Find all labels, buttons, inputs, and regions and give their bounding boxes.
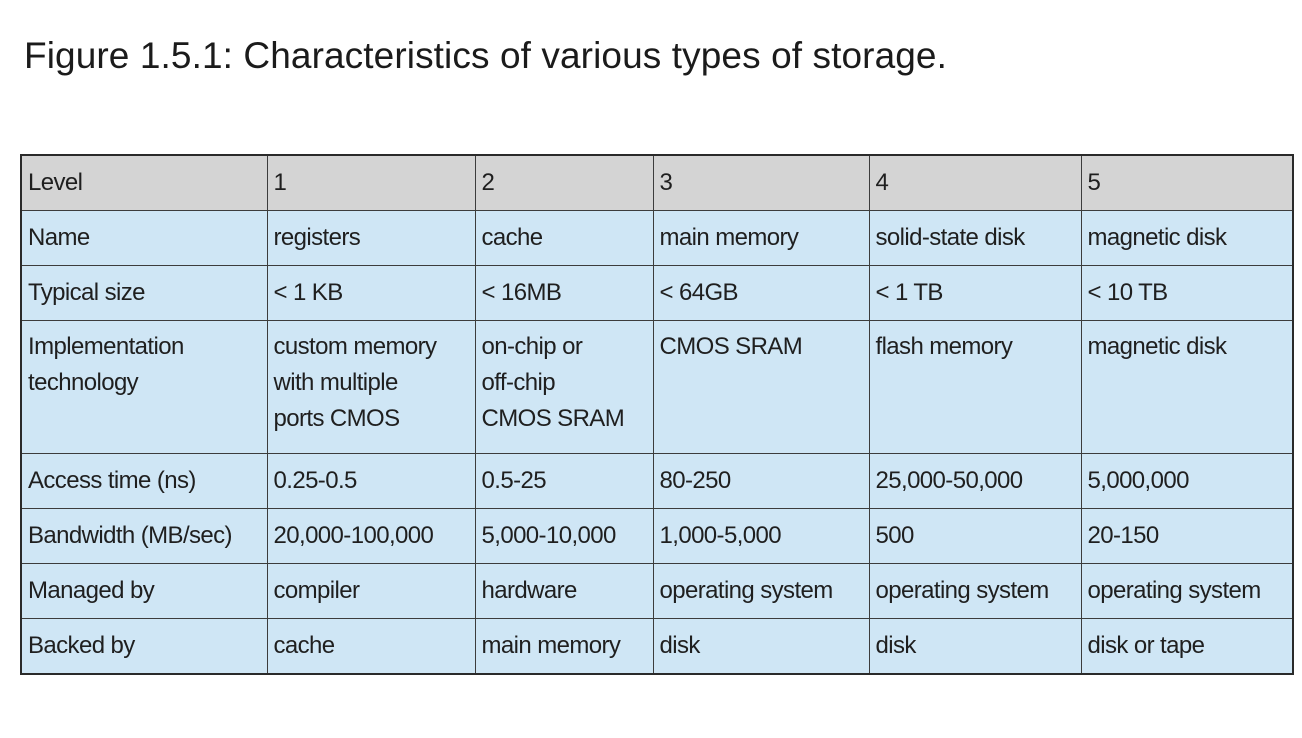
cell-line: magnetic disk xyxy=(1087,333,1228,360)
bandwidth-cell-3: 1,000-5,000 xyxy=(652,508,870,564)
access-cell-2: 0.5-25 xyxy=(474,453,654,509)
backed-cell-5: disk or tape xyxy=(1080,618,1294,675)
table-row-backed-by: Backed by cache main memory disk disk di… xyxy=(20,618,1294,675)
figure-caption: Figure 1.5.1: Characteristics of various… xyxy=(24,35,947,76)
table-row-access-time: Access time (ns) 0.25-0.5 0.5-25 80-250 … xyxy=(20,453,1294,509)
storage-characteristics-table: Level 1 2 3 4 5 Name registers cache mai… xyxy=(20,154,1294,675)
backed-cell-4: disk xyxy=(868,618,1082,675)
table-row-typical-size: Typical size < 1 KB < 16MB < 64GB < 1 TB… xyxy=(20,265,1294,321)
cell-line: on-chip or xyxy=(481,333,583,360)
access-cell-1: 0.25-0.5 xyxy=(266,453,476,509)
row-header-line: technology xyxy=(28,369,139,396)
size-cell-2: < 16MB xyxy=(474,265,654,321)
impl-cell-5: magnetic disk xyxy=(1080,320,1294,454)
level-cell-2: 2 xyxy=(474,154,654,211)
row-header-implementation-technology: Implementation technology xyxy=(20,320,268,454)
name-cell-5: magnetic disk xyxy=(1080,210,1294,266)
name-cell-4: solid-state disk xyxy=(868,210,1082,266)
table-row-level: Level 1 2 3 4 5 xyxy=(20,154,1294,211)
bandwidth-cell-1: 20,000-100,000 xyxy=(266,508,476,564)
level-cell-4: 4 xyxy=(868,154,1082,211)
size-cell-3: < 64GB xyxy=(652,265,870,321)
table-row-implementation-technology: Implementation technology custom memory … xyxy=(20,320,1294,454)
level-cell-5: 5 xyxy=(1080,154,1294,211)
impl-cell-3: CMOS SRAM xyxy=(652,320,870,454)
size-cell-4: < 1 TB xyxy=(868,265,1082,321)
managed-cell-5: operating system xyxy=(1080,563,1294,619)
size-cell-5: < 10 TB xyxy=(1080,265,1294,321)
cell-line: custom memory xyxy=(273,333,438,360)
backed-cell-1: cache xyxy=(266,618,476,675)
level-cell-3: 3 xyxy=(652,154,870,211)
table-row-managed-by: Managed by compiler hardware operating s… xyxy=(20,563,1294,619)
impl-cell-4: flash memory xyxy=(868,320,1082,454)
table-row-name: Name registers cache main memory solid-s… xyxy=(20,210,1294,266)
bandwidth-cell-2: 5,000-10,000 xyxy=(474,508,654,564)
table-row-bandwidth: Bandwidth (MB/sec) 20,000-100,000 5,000-… xyxy=(20,508,1294,564)
name-cell-1: registers xyxy=(266,210,476,266)
row-header-line: Implementation xyxy=(28,333,184,360)
backed-cell-2: main memory xyxy=(474,618,654,675)
cell-line: off-chip xyxy=(481,369,556,396)
managed-cell-3: operating system xyxy=(652,563,870,619)
bandwidth-cell-4: 500 xyxy=(868,508,1082,564)
row-header-name: Name xyxy=(20,210,268,266)
cell-line: CMOS SRAM xyxy=(659,333,803,360)
level-cell-1: 1 xyxy=(266,154,476,211)
backed-cell-3: disk xyxy=(652,618,870,675)
bandwidth-cell-5: 20-150 xyxy=(1080,508,1294,564)
cell-line: with multiple xyxy=(273,369,399,396)
cell-line: flash memory xyxy=(875,333,1013,360)
impl-cell-2: on-chip or off-chip CMOS SRAM xyxy=(474,320,654,454)
access-cell-3: 80-250 xyxy=(652,453,870,509)
row-header-typical-size: Typical size xyxy=(20,265,268,321)
access-cell-4: 25,000-50,000 xyxy=(868,453,1082,509)
row-header-access-time: Access time (ns) xyxy=(20,453,268,509)
managed-cell-2: hardware xyxy=(474,563,654,619)
row-header-backed-by: Backed by xyxy=(20,618,268,675)
name-cell-3: main memory xyxy=(652,210,870,266)
cell-line: ports CMOS xyxy=(273,405,401,432)
managed-cell-4: operating system xyxy=(868,563,1082,619)
size-cell-1: < 1 KB xyxy=(266,265,476,321)
cell-line: CMOS SRAM xyxy=(481,405,625,432)
name-cell-2: cache xyxy=(474,210,654,266)
managed-cell-1: compiler xyxy=(266,563,476,619)
impl-cell-1: custom memory with multiple ports CMOS xyxy=(266,320,476,454)
row-header-managed-by: Managed by xyxy=(20,563,268,619)
row-header-bandwidth: Bandwidth (MB/sec) xyxy=(20,508,268,564)
row-header-level: Level xyxy=(20,154,268,211)
access-cell-5: 5,000,000 xyxy=(1080,453,1294,509)
